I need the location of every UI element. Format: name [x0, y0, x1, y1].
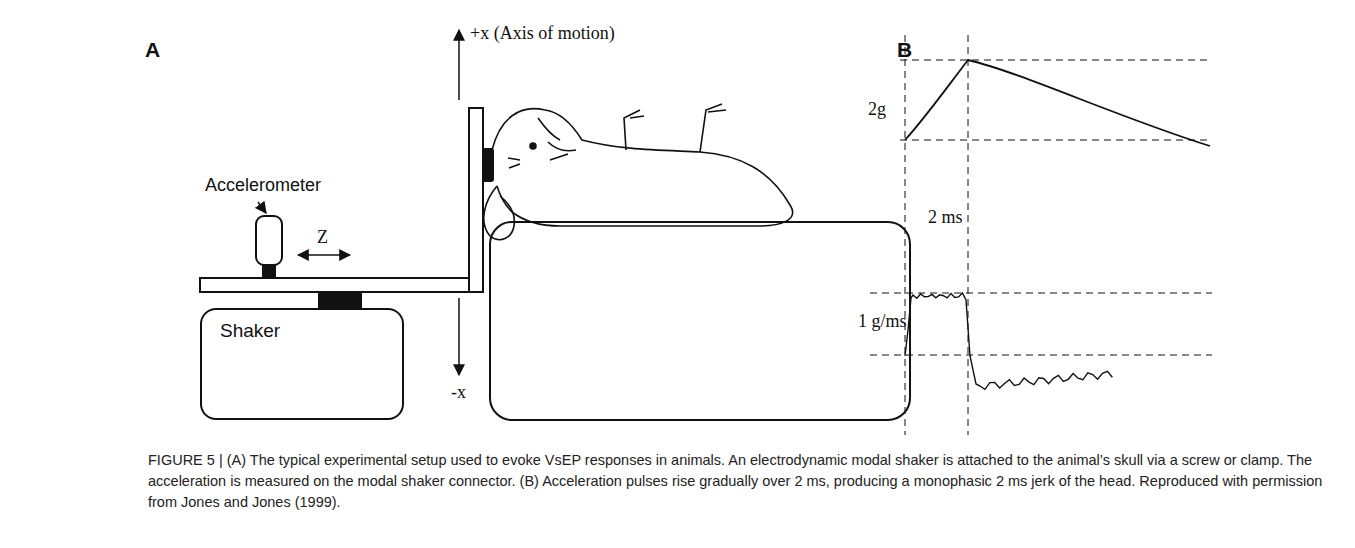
shaker-connector	[318, 292, 362, 309]
rat-illustration	[484, 104, 793, 240]
node-label: Shaker	[220, 320, 280, 342]
figure-caption: FIGURE 5 | (A) The typical experimental …	[148, 450, 1348, 513]
holder-plate	[469, 108, 483, 292]
jerk-trace	[905, 293, 1112, 389]
label: 2 ms	[928, 208, 963, 228]
accelerometer-stud	[262, 264, 276, 278]
support-table	[490, 222, 910, 420]
label: B	[897, 38, 912, 61]
leader-line	[258, 202, 266, 213]
label: 2g	[868, 100, 886, 120]
skull-clamp	[482, 148, 494, 182]
label: Z	[317, 228, 328, 248]
label: 1 g/ms	[858, 312, 907, 332]
holder-plate	[200, 278, 483, 292]
acceleration-trace	[905, 60, 1210, 146]
label: +x (Axis of motion)	[470, 24, 615, 44]
label: Accelerometer	[205, 176, 321, 196]
guide-lines	[870, 35, 1212, 435]
axis-arrow	[458, 298, 460, 375]
label: A	[145, 38, 160, 61]
axis-arrow	[458, 30, 460, 100]
shaker-box: Shaker	[200, 308, 404, 420]
accelerometer	[256, 216, 282, 265]
label: -x	[451, 383, 466, 403]
z-arrow	[298, 254, 350, 256]
